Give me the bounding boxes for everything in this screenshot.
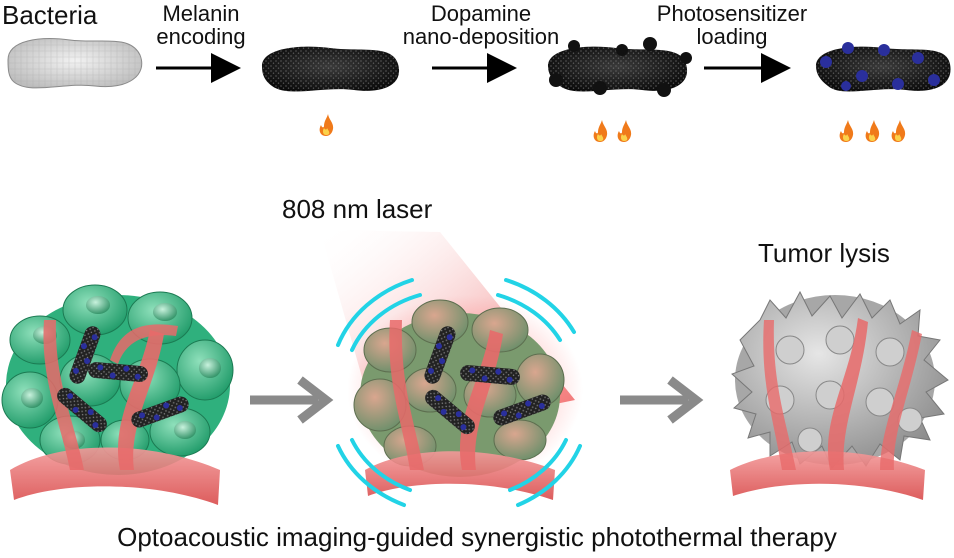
step-label-dopamine-deposition: Dopamine nano-deposition xyxy=(396,2,566,48)
arrow-right-icon xyxy=(620,376,704,424)
blood-vessel xyxy=(730,318,925,500)
melanin-bacterium-icon xyxy=(262,46,400,92)
caption: Optoacoustic imaging-guided synergistic … xyxy=(117,522,837,552)
flame-icon xyxy=(891,120,906,142)
step-label-melanin-encoding: Melanin encoding xyxy=(146,2,256,48)
step-label-line: Melanin xyxy=(162,1,240,26)
flame-icon xyxy=(617,120,632,142)
step-label-line: Dopamine xyxy=(430,1,532,26)
flame-icon xyxy=(839,120,854,142)
step-label-photosensitizer-loading: Photosensitizer loading xyxy=(652,2,812,48)
flame-icon xyxy=(319,114,334,136)
tumor-lysis-label: Tumor lysis xyxy=(758,238,890,268)
step-label-line: Photosensitizer xyxy=(656,1,808,26)
arrow-right-icon xyxy=(250,376,334,424)
laser-label: 808 nm laser xyxy=(282,194,433,224)
step-label-line: nano-deposition xyxy=(402,24,560,50)
dopamine-bacterium-icon xyxy=(548,37,692,97)
blood-vessel xyxy=(10,320,220,505)
photosensitizer-bacterium-icon xyxy=(816,42,951,92)
flame-icon xyxy=(865,120,880,142)
blood-vessel xyxy=(365,320,555,500)
flame-icon xyxy=(593,120,608,142)
acoustic-wave-icon xyxy=(336,278,582,507)
stage-label-bacteria: Bacteria xyxy=(2,0,98,30)
bacterium-icon xyxy=(7,38,143,89)
step-label-line: encoding xyxy=(156,24,246,50)
tumor-icon xyxy=(1,284,234,475)
step-label-line: loading xyxy=(696,24,768,50)
